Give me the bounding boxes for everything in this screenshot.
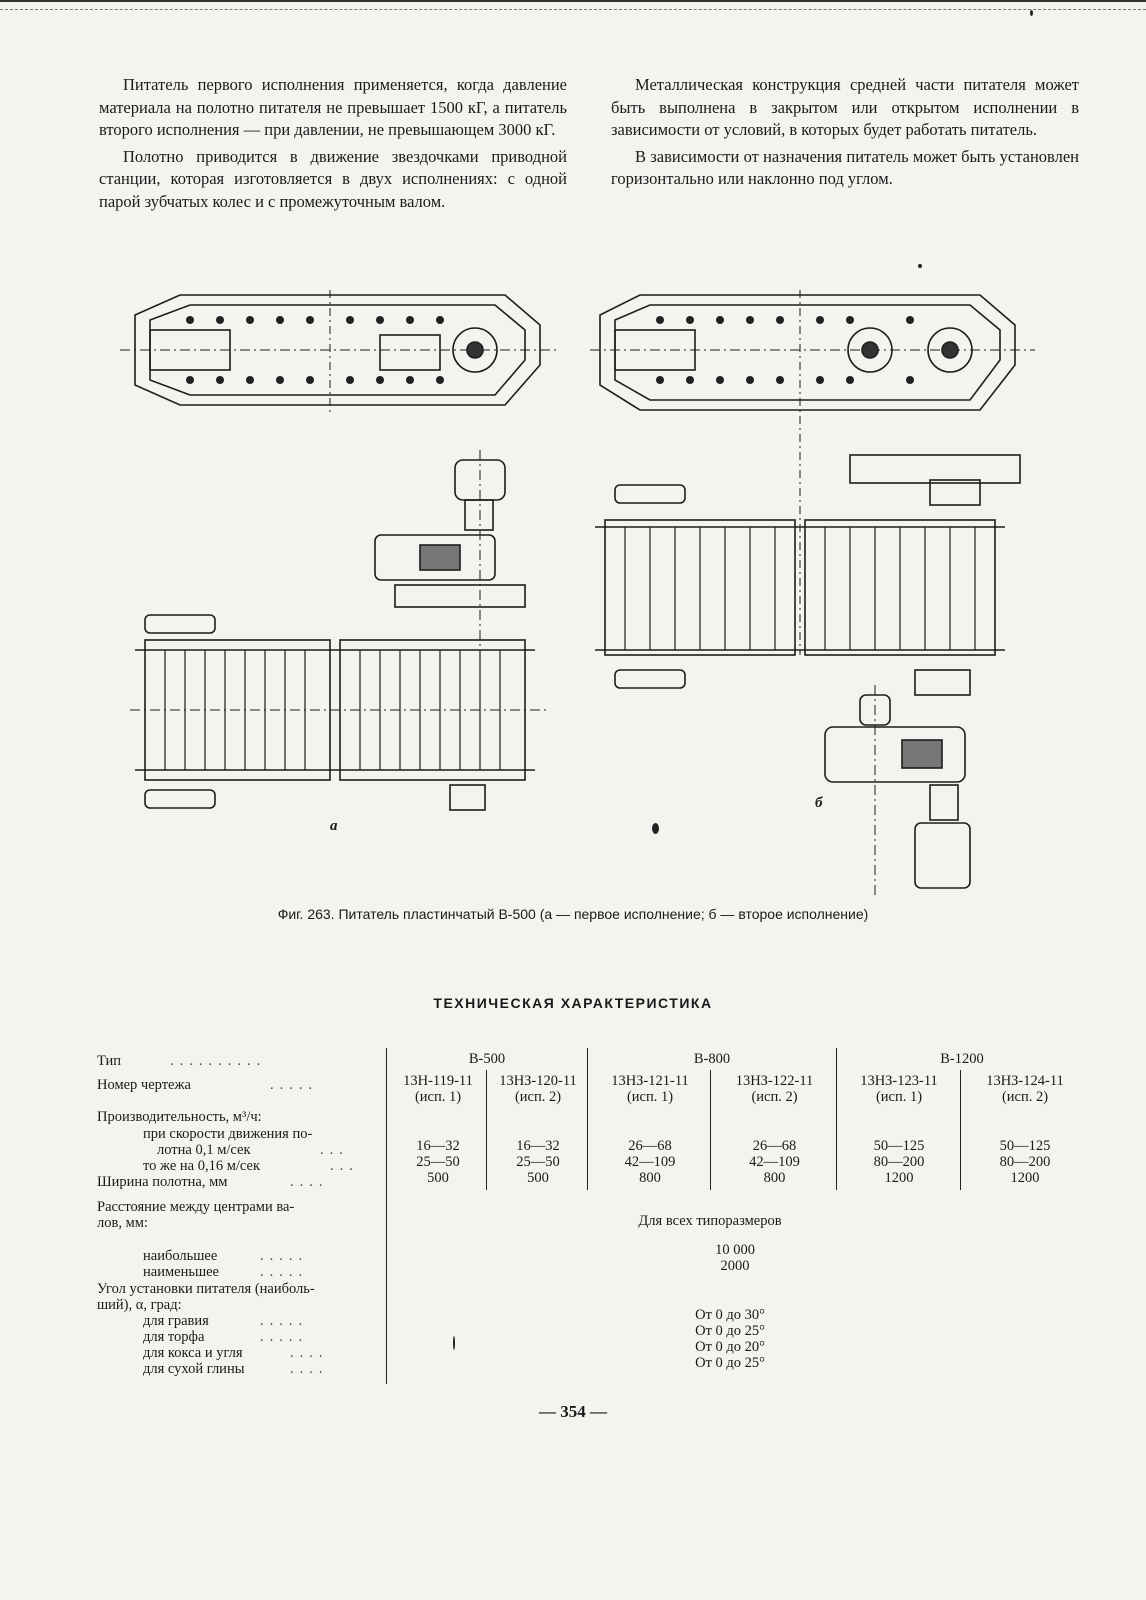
- paragraph: Питатель первого исполнения применяется,…: [99, 75, 567, 139]
- spec-cell: (исп. 2): [751, 1089, 798, 1105]
- text-column-left: Питатель первого исполнения применяется,…: [99, 74, 567, 217]
- spec-cell: 42—109: [624, 1154, 676, 1170]
- spec-cell: (исп. 2): [514, 1089, 562, 1105]
- spec-label-speed-1a: при скорости движения по-: [143, 1126, 313, 1142]
- spec-angle-gravel: От 0 до 30°: [695, 1307, 765, 1323]
- spec-label-angle-a: Угол установки питателя (наиболь-: [97, 1281, 315, 1297]
- paragraph: Полотно приводится в движение звездочкам…: [99, 146, 567, 211]
- leader-dots: .....: [260, 1248, 309, 1264]
- spec-group-header: В-800: [693, 1051, 731, 1067]
- scan-speck: [1030, 10, 1033, 16]
- spec-cell: 50—125: [999, 1138, 1051, 1154]
- scan-speck: [453, 1336, 455, 1350]
- spec-cell: 13НЗ-123-11: [860, 1073, 938, 1089]
- feeder-a-plan-view: [130, 614, 550, 811]
- spec-distance-min: 2000: [720, 1258, 750, 1274]
- table-rule: [587, 1048, 588, 1190]
- table-rule: [960, 1070, 961, 1190]
- feeder-a-top-view: [120, 290, 560, 415]
- feeder-a-drive: [374, 450, 526, 655]
- spec-cell: (исп. 1): [414, 1089, 462, 1105]
- paragraph: В зависимости от назначения питатель мож…: [611, 146, 1079, 189]
- leader-dots: ....: [290, 1361, 329, 1377]
- spec-label-distance-a: Расстояние между центрами ва-: [97, 1199, 295, 1215]
- spec-label-clay: для сухой глины: [143, 1361, 245, 1377]
- spec-label-distance-b: лов, мм:: [97, 1215, 148, 1231]
- leader-dots: .....: [260, 1264, 309, 1280]
- spec-label-width: Ширина полотна, мм: [97, 1174, 228, 1190]
- spec-distance-max: 10 000: [715, 1242, 755, 1258]
- table-rule: [710, 1070, 711, 1190]
- leader-dots: ...: [320, 1142, 349, 1158]
- spec-cell: 13НЗ-121-11: [611, 1073, 689, 1089]
- scan-speck: [918, 264, 922, 268]
- spec-cell: 25—50: [516, 1154, 560, 1170]
- text-column-right: Металлическая конструкция средней части …: [611, 74, 1079, 195]
- spec-cell: 500: [527, 1170, 549, 1186]
- leader-dots: ....: [290, 1174, 329, 1190]
- spec-label-capacity: Производительность, м³/ч:: [97, 1109, 262, 1125]
- paragraph: Металлическая конструкция средней части …: [611, 75, 1079, 139]
- feeder-b-top-view: [590, 290, 1035, 655]
- spec-group-header: В-1200: [940, 1051, 984, 1067]
- spec-cell: (исп. 1): [875, 1089, 923, 1105]
- spec-cell: 13НЗ-120-11: [499, 1073, 577, 1089]
- spec-all-sizes: Для всех типоразмеров: [638, 1213, 782, 1229]
- spec-label-min: наименьшее: [143, 1264, 219, 1280]
- spec-label-drawing: Номер чертежа: [97, 1077, 191, 1093]
- spec-label-max: наибольшее: [143, 1248, 218, 1264]
- leader-dots: ...: [330, 1158, 359, 1174]
- spec-cell: 80—200: [999, 1154, 1051, 1170]
- spec-label-type: Тип: [97, 1053, 122, 1069]
- table-rule: [836, 1048, 837, 1190]
- feeder-drawing: [120, 290, 1035, 895]
- spec-cell: 800: [639, 1170, 661, 1186]
- spec-title: ТЕХНИЧЕСКАЯ ХАРАКТЕРИСТИКА: [433, 995, 713, 1011]
- spec-cell: (исп. 2): [1001, 1089, 1049, 1105]
- spec-cell: 25—50: [416, 1154, 460, 1170]
- spec-cell: 16—32: [416, 1138, 460, 1154]
- page-number: — 354 —: [539, 1402, 607, 1421]
- spec-angle-peat: От 0 до 25°: [695, 1323, 765, 1339]
- spec-cell: 13НЗ-122-11: [735, 1073, 814, 1089]
- leader-dots: ....: [290, 1345, 329, 1361]
- feeder-b-plan-view: [595, 454, 1021, 696]
- figure-label-a: а: [330, 818, 338, 834]
- leader-dots: .....: [260, 1329, 309, 1345]
- spec-cell: 1200: [884, 1170, 914, 1186]
- spec-label-speed-2: то же на 0,16 м/сек: [143, 1158, 261, 1174]
- spec-cell: 16—32: [516, 1138, 560, 1154]
- spec-cell: 42—109: [749, 1154, 800, 1170]
- spec-label-angle-b: ший), α, град:: [97, 1297, 182, 1313]
- spec-cell: 80—200: [873, 1154, 925, 1170]
- spec-cell: 13Н-119-11: [403, 1073, 473, 1089]
- feeder-b-drive: [824, 685, 971, 895]
- spec-label-coke: для кокса и угля: [143, 1345, 243, 1361]
- spec-cell: (исп. 1): [626, 1089, 674, 1105]
- page-top-rule: [0, 0, 1146, 10]
- spec-cell: 50—125: [873, 1138, 925, 1154]
- leader-dots: .....: [270, 1077, 319, 1093]
- spec-label-speed-1b: лотна 0,1 м/сек: [157, 1142, 251, 1158]
- table-rule: [486, 1070, 487, 1190]
- figure-caption: Фиг. 263. Питатель пластинчатый В-500 (а…: [277, 906, 869, 922]
- spec-angle-coke: От 0 до 20°: [695, 1339, 765, 1355]
- spec-group-header: В-500: [468, 1051, 506, 1067]
- spec-label-peat: для торфа: [143, 1329, 205, 1345]
- spec-cell: 1200: [1010, 1170, 1040, 1186]
- spec-cell: 26—68: [628, 1138, 672, 1154]
- spec-cell: 800: [763, 1170, 786, 1186]
- leader-dots: ..........: [170, 1053, 267, 1069]
- spec-cell: 13НЗ-124-11: [986, 1073, 1064, 1089]
- spec-cell: 26—68: [752, 1138, 797, 1154]
- spec-label-gravel: для гравия: [143, 1313, 209, 1329]
- table-rule: [386, 1048, 387, 1384]
- spec-cell: 500: [427, 1170, 449, 1186]
- scan-speck: [652, 823, 659, 834]
- figure-label-b: б: [815, 795, 823, 811]
- spec-angle-clay: От 0 до 25°: [695, 1355, 765, 1371]
- leader-dots: .....: [260, 1313, 309, 1329]
